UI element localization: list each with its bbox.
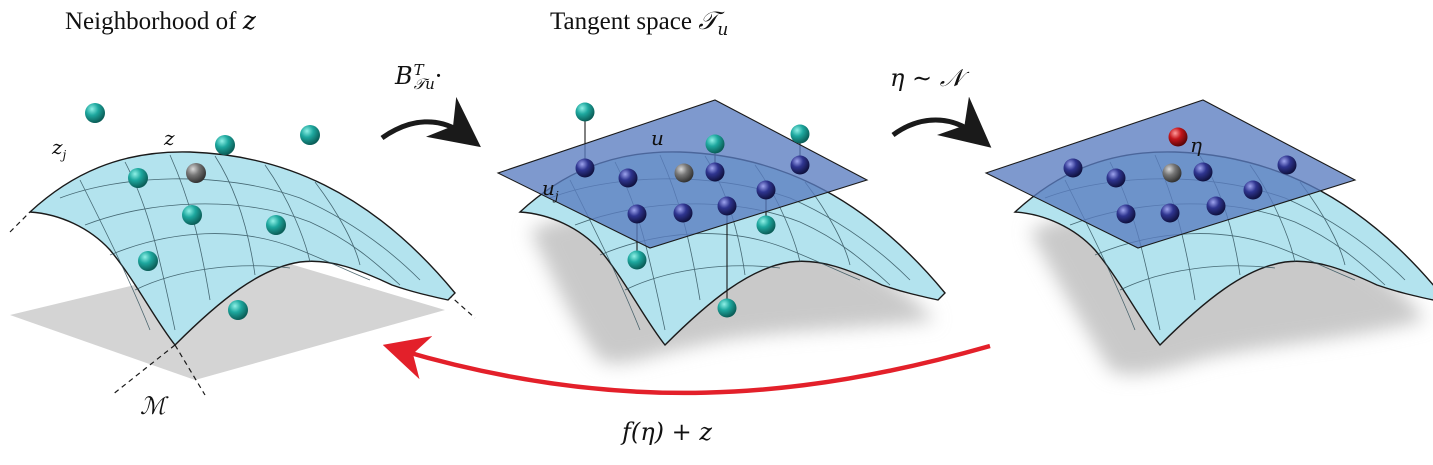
manifold-dashes: [9, 211, 476, 396]
label-z: z: [164, 126, 175, 150]
point-u-3: [1162, 163, 1182, 183]
panel-sample: [984, 99, 1433, 375]
label-eta: η: [1190, 133, 1202, 157]
points-teal-2: [575, 102, 810, 318]
point-u: [674, 163, 694, 183]
label-z-j: zj: [52, 135, 67, 162]
sampling-arrow: [891, 96, 992, 148]
label-map-back: f(η) + z: [622, 418, 712, 446]
manifold-plane: [10, 255, 445, 380]
label-u-j: uj: [542, 176, 559, 203]
points-blue-2: [575, 155, 810, 224]
panel-neighborhood: [9, 103, 476, 396]
points-teal-1: [85, 103, 320, 320]
map-back-arrow: [382, 336, 991, 396]
panel-tangent: [496, 99, 946, 364]
label-u: u: [651, 126, 664, 150]
title-tangent: Tangent space 𝒯u: [550, 6, 729, 40]
point-eta: [1168, 127, 1188, 147]
label-manifold: ℳ: [140, 392, 166, 420]
point-z: [186, 163, 206, 183]
projection-arrow: [380, 96, 481, 148]
title-neighborhood: Neighborhood of z: [65, 6, 256, 35]
label-sampling: η ∼ 𝒩: [890, 64, 963, 92]
points-blue-3: [1063, 155, 1297, 224]
